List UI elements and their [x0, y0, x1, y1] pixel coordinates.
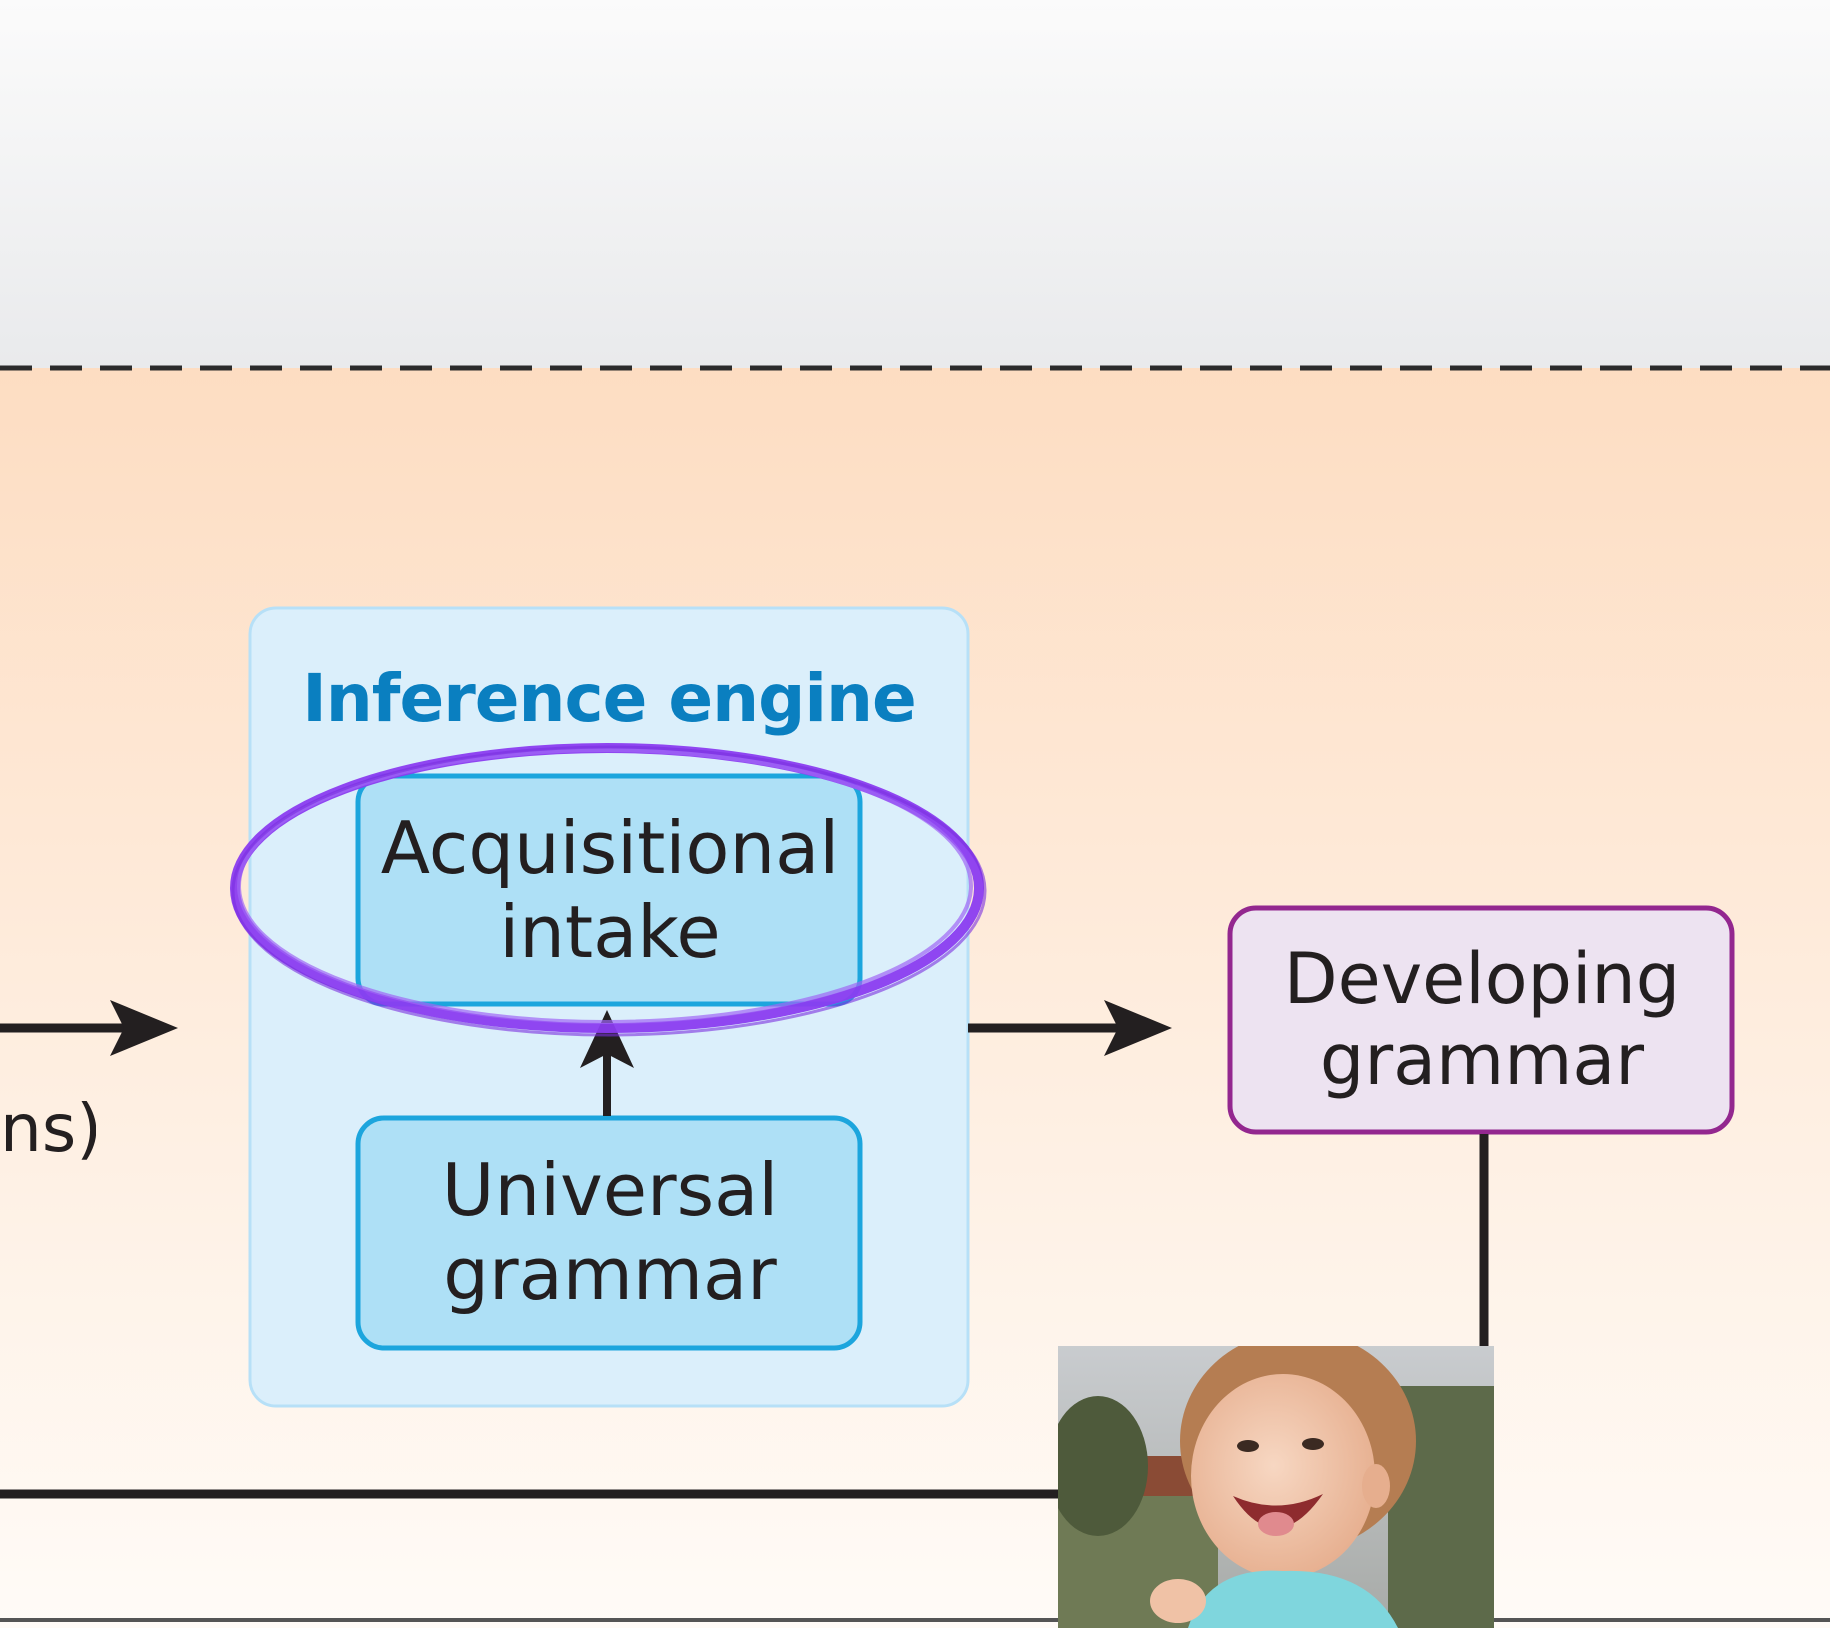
universal-grammar-box [355, 1115, 863, 1351]
developing-grammar-label: Developing grammar [1283, 937, 1681, 1101]
engine-to-grammar-arrow [968, 1000, 1172, 1056]
ug-to-intake-arrow [580, 1010, 634, 1116]
upper-region [0, 0, 1830, 368]
developing-grammar-box [1227, 905, 1735, 1135]
child-photo [1058, 1346, 1494, 1628]
highlight-ellipse [230, 743, 987, 1037]
partial-left-label: ns) [0, 1089, 96, 1167]
inference-engine-title: Inference engine [302, 659, 917, 737]
acquisitional-intake-label: Acquisitional intake [380, 806, 840, 974]
universal-grammar-label: Universal grammar [441, 1148, 779, 1316]
input-arrow [0, 1000, 178, 1056]
acquisitional-intake-box [355, 773, 863, 1007]
